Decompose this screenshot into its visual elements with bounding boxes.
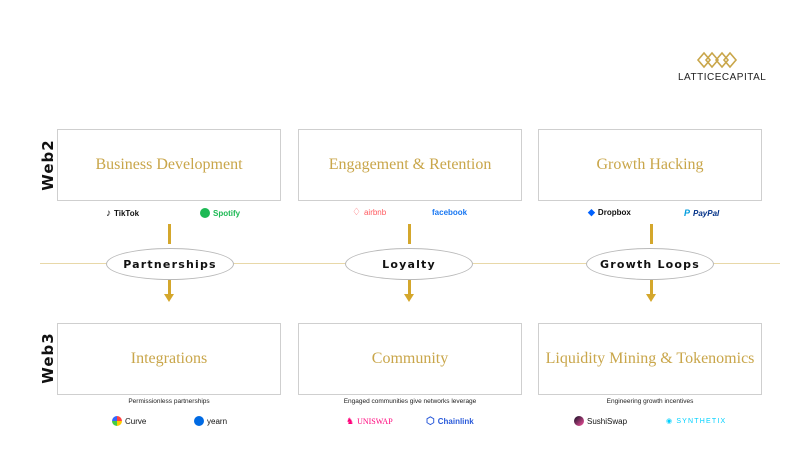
paypal-icon: P [684,208,691,218]
brand-label: airbnb [363,208,387,217]
chainlink-icon: ⬡ [426,416,435,427]
brand-label: SushiSwap [587,416,628,426]
brand-label: Curve [125,416,147,426]
web2-box-growth-hacking: Growth Hacking [538,129,762,201]
dropbox-icon: ◆ [588,207,595,217]
web2-box-business-development: Business Development [57,129,281,201]
brand-label: yearn [207,416,228,426]
tiktok-icon: ♪ [106,208,111,219]
brand-curve: Curve [112,416,146,426]
web3-box-community: Community [298,323,522,395]
arrow-shaft [408,280,411,294]
brand-label: SYNTHETIX [676,417,727,425]
arrow-down-icon [646,294,656,302]
caption-community: Engaged communities give networks levera… [343,398,477,405]
brand-airbnb: ♢ airbnb [352,207,386,218]
spotify-icon [200,208,210,218]
arrow-shaft [650,224,653,244]
brand-label: facebook [432,208,468,217]
brand-uniswap: ♞ UNISWAP [346,416,393,427]
row-label-web2: Web2 [39,139,57,191]
brand-label: Chainlink [437,417,474,426]
caption-liquidity-mining: Engineering growth incentives [606,398,694,405]
web3-box-integrations: Integrations [57,323,281,395]
yearn-icon [194,416,204,426]
brand-sushiswap: SushiSwap [574,416,627,426]
lattice-logo-icon [696,51,738,69]
brand-dropbox: ◆ Dropbox [588,207,631,218]
brand-spotify: Spotify [200,208,240,218]
arrow-shaft [408,224,411,244]
arrow-shaft [650,280,653,294]
brand-facebook: facebook [432,208,467,217]
brand-label: PayPal [693,208,720,218]
arrow-down-icon [164,294,174,302]
arrow-down-icon [404,294,414,302]
connector-partnerships: Partnerships [106,248,234,280]
uniswap-icon: ♞ [346,416,355,426]
row-label-web3: Web3 [39,332,57,384]
arrow-shaft [168,280,171,294]
curve-icon [112,416,122,426]
brand-label: UNISWAP [357,417,393,426]
sushiswap-icon [574,416,584,426]
brand-yearn: yearn [194,416,227,426]
synthetix-icon: ◉ [666,418,674,425]
brand-label: TikTok [114,209,140,218]
airbnb-icon: ♢ [352,207,361,218]
caption-integrations: Permissionless partnerships [128,398,210,405]
connector-loyalty: Loyalty [345,248,473,280]
brand-label: Dropbox [597,208,631,217]
arrow-shaft [168,224,171,244]
brand-tiktok: ♪ TikTok [106,208,139,219]
brand-paypal: P PayPal [684,208,719,218]
logo-wordmark: LATTICECAPITAL [678,72,767,83]
web2-box-engagement-retention: Engagement & Retention [298,129,522,201]
web3-box-liquidity-mining: Liquidity Mining & Tokenomics [538,323,762,395]
brand-chainlink: ⬡ Chainlink [426,416,474,427]
connector-growth-loops: Growth Loops [586,248,714,280]
brand-label: Spotify [213,208,241,218]
brand-synthetix: ◉ SYNTHETIX [666,417,727,426]
